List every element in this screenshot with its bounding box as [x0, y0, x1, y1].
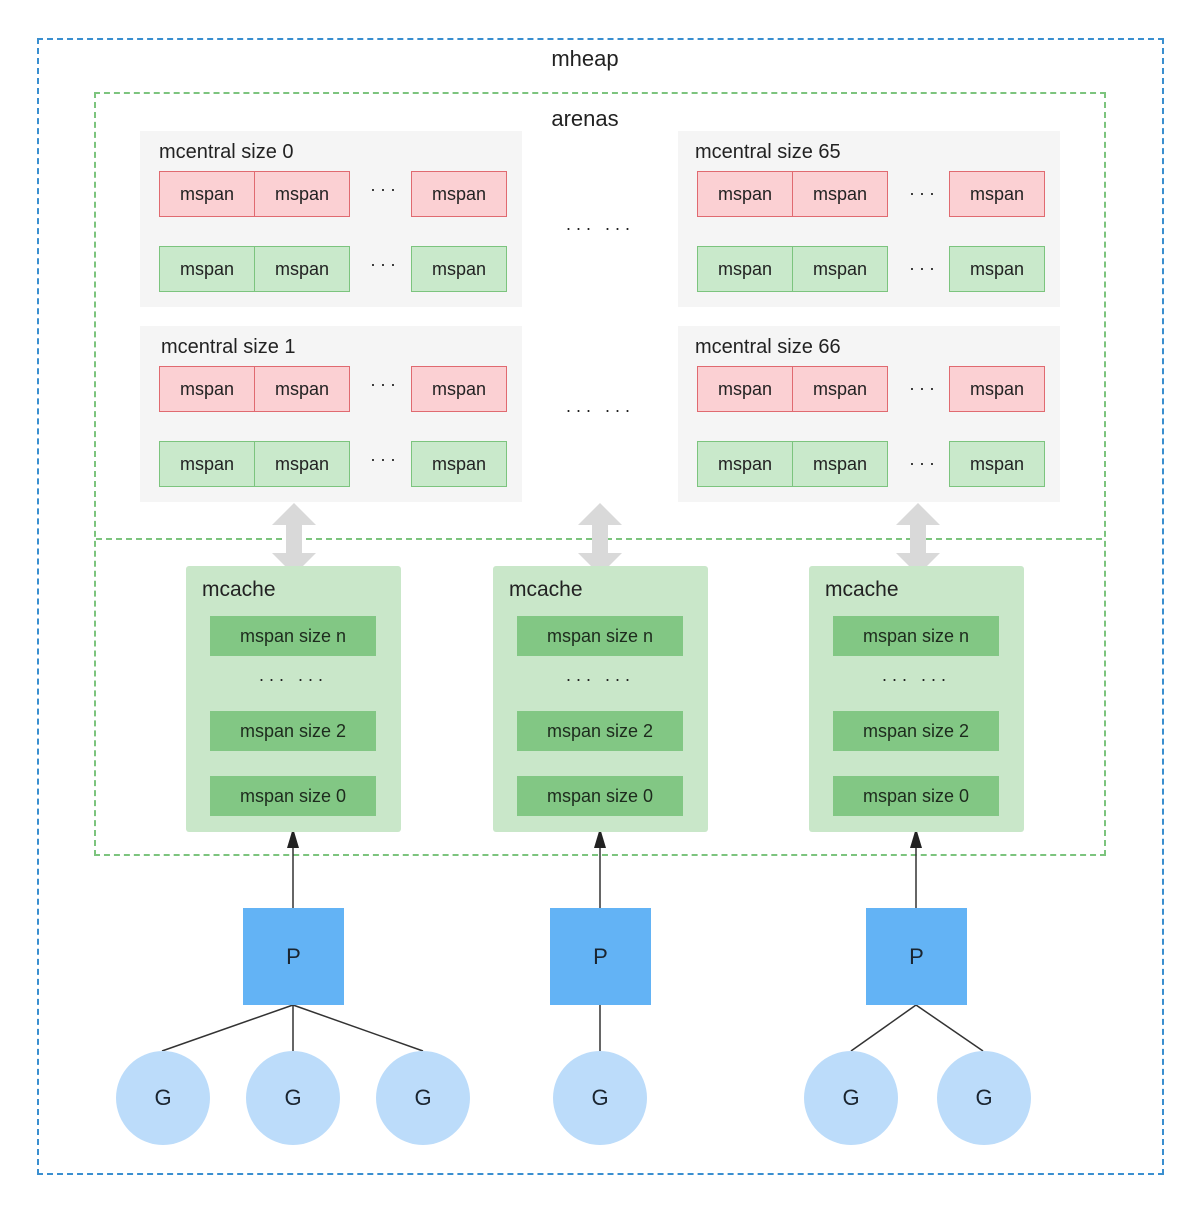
- mspan-block: mspan: [159, 366, 255, 412]
- mcache-slot: mspan size n: [517, 616, 683, 656]
- mspan-block: mspan: [792, 366, 888, 412]
- mcentral-panel: mcentral size 65 mspan mspan ··· mspan m…: [678, 131, 1060, 307]
- mspan-block: mspan: [697, 441, 793, 487]
- mspan-block: mspan: [159, 441, 255, 487]
- goroutine-g: G: [246, 1051, 340, 1145]
- mcentral-panel: mcentral size 0 mspan mspan ··· mspan ms…: [140, 131, 522, 307]
- mspan-block: mspan: [254, 171, 350, 217]
- goroutine-g: G: [804, 1051, 898, 1145]
- mcentral-title: mcentral size 0: [159, 141, 294, 163]
- ellipsis: ···: [909, 258, 939, 278]
- goroutine-g: G: [553, 1051, 647, 1145]
- mspan-block: mspan: [411, 246, 507, 292]
- mspan-block: mspan: [697, 171, 793, 217]
- double-arrow-icon: [272, 503, 940, 575]
- mcache-slot: mspan size 0: [210, 776, 376, 816]
- mspan-block: mspan: [411, 441, 507, 487]
- mcache-block: mcache mspan size n ··· ··· mspan size 2…: [493, 566, 708, 832]
- mcache-title: mcache: [509, 578, 583, 601]
- mspan-block: mspan: [159, 246, 255, 292]
- mspan-block: mspan: [697, 246, 793, 292]
- mspan-block: mspan: [949, 171, 1045, 217]
- mcache-title: mcache: [202, 578, 276, 601]
- arenas-label: arenas: [551, 106, 619, 131]
- processor-p: P: [550, 908, 651, 1005]
- processor-p: P: [866, 908, 967, 1005]
- ellipsis: ···: [370, 179, 400, 199]
- mcentral-title: mcentral size 66: [695, 336, 841, 358]
- mcentral-panel: mcentral size 66 mspan mspan ··· mspan m…: [678, 326, 1060, 502]
- ellipsis-between-mcentrals: ··· ···: [565, 218, 635, 238]
- goroutine-g: G: [937, 1051, 1031, 1145]
- mcentral-title: mcentral size 65: [695, 141, 841, 163]
- mspan-block: mspan: [949, 366, 1045, 412]
- mcache-block: mcache mspan size n ··· ··· mspan size 2…: [809, 566, 1024, 832]
- ellipsis: ···: [370, 254, 400, 274]
- mcache-slot: mspan size 0: [833, 776, 999, 816]
- ellipsis: ···: [909, 453, 939, 473]
- ellipsis: ··· ···: [258, 669, 328, 689]
- arrow-head-icon: [287, 828, 922, 848]
- mcentral-panel: mcentral size 1 mspan mspan ··· mspan ms…: [140, 326, 522, 502]
- mcache-slot: mspan size n: [210, 616, 376, 656]
- mheap-label: mheap: [551, 46, 619, 71]
- mcache-slot: mspan size 2: [833, 711, 999, 751]
- mcache-slot: mspan size 2: [517, 711, 683, 751]
- mcentral-title: mcentral size 1: [161, 336, 296, 358]
- mspan-block: mspan: [949, 246, 1045, 292]
- mheap-boundary: [37, 38, 1164, 1175]
- mspan-block: mspan: [411, 366, 507, 412]
- mspan-block: mspan: [792, 441, 888, 487]
- mspan-block: mspan: [949, 441, 1045, 487]
- mspan-block: mspan: [792, 171, 888, 217]
- goroutine-g: G: [116, 1051, 210, 1145]
- mspan-block: mspan: [254, 366, 350, 412]
- ellipsis: ··· ···: [565, 669, 635, 689]
- ellipsis: ··· ···: [881, 669, 951, 689]
- mspan-block: mspan: [159, 171, 255, 217]
- processor-p: P: [243, 908, 344, 1005]
- mcache-title: mcache: [825, 578, 899, 601]
- mcache-slot: mspan size 0: [517, 776, 683, 816]
- mspan-block: mspan: [254, 441, 350, 487]
- ellipsis-between-mcentrals: ··· ···: [565, 400, 635, 420]
- ellipsis: ···: [370, 374, 400, 394]
- ellipsis: ···: [909, 183, 939, 203]
- mcache-block: mcache mspan size n ··· ··· mspan size 2…: [186, 566, 401, 832]
- goroutine-g: G: [376, 1051, 470, 1145]
- mspan-block: mspan: [254, 246, 350, 292]
- mspan-block: mspan: [792, 246, 888, 292]
- ellipsis: ···: [909, 378, 939, 398]
- mcache-slot: mspan size n: [833, 616, 999, 656]
- mspan-block: mspan: [411, 171, 507, 217]
- mcache-slot: mspan size 2: [210, 711, 376, 751]
- ellipsis: ···: [370, 449, 400, 469]
